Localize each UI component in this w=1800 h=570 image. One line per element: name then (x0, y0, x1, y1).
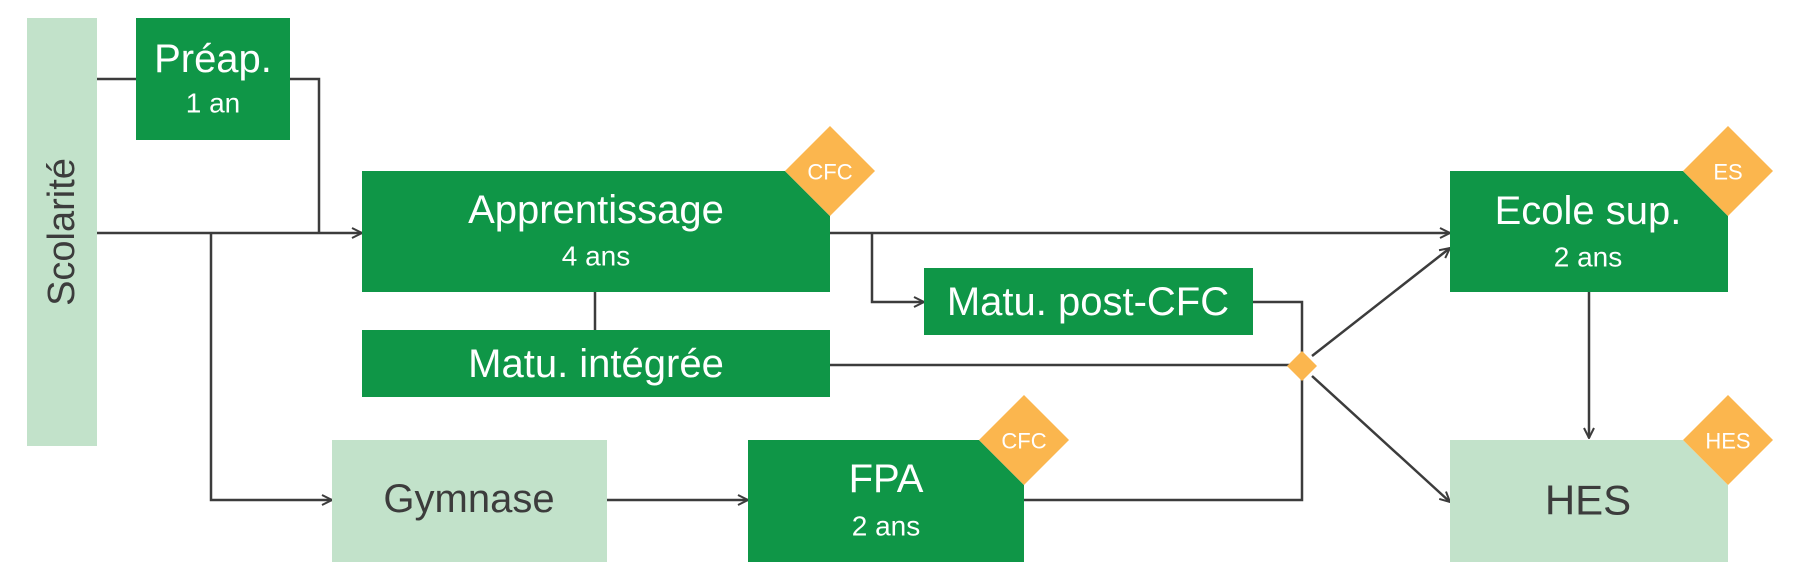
hes-label: HES (1545, 477, 1631, 524)
fpa-box (748, 440, 1024, 562)
node-matu-post-cfc: Matu. post-CFC (924, 268, 1253, 335)
badge-ecole-sup-label: ES (1713, 160, 1742, 185)
scolarite-label: Scolarité (41, 158, 83, 306)
connector-matu-post-cfc-junction (1253, 300, 1304, 366)
node-apprentissage: Apprentissage 4 ans (362, 171, 830, 292)
badge-fpa-diamond (979, 395, 1069, 485)
matu-integree-label: Matu. intégrée (468, 342, 724, 386)
connector-junction-hes (1311, 375, 1450, 502)
connector-preap-apprentissage (290, 77, 321, 233)
fpa-duration: 2 ans (852, 511, 921, 542)
badge-hes-diamond (1683, 395, 1773, 485)
badge-hes: HES (1683, 395, 1773, 485)
matu-integree-box (362, 330, 830, 397)
preap-box (136, 18, 290, 140)
apprentissage-box (362, 171, 830, 292)
preap-label: Préap. (154, 37, 272, 81)
badge-fpa: CFC (979, 395, 1069, 485)
connector-junction-ecole-sup (1311, 248, 1450, 357)
preap-duration: 1 an (186, 88, 241, 119)
scolarite-box (27, 18, 97, 446)
badge-apprentissage-diamond (785, 126, 875, 216)
node-hes: HES (1450, 440, 1728, 562)
badge-ecole-sup-diamond (1683, 126, 1773, 216)
matu-post-cfc-label: Matu. post-CFC (947, 280, 1229, 324)
junction-diamond (1287, 351, 1317, 381)
fpa-label: FPA (849, 457, 924, 501)
gymnase-label: Gymnase (383, 477, 554, 521)
node-fpa: FPA 2 ans (748, 440, 1024, 562)
node-gymnase: Gymnase (332, 440, 607, 562)
gymnase-box (332, 440, 607, 562)
connector-apprentissage-matu-post-cfc (870, 233, 924, 302)
badge-hes-label: HES (1705, 429, 1750, 454)
badge-fpa-label: CFC (1001, 429, 1046, 454)
connector-fpa-junction (1024, 366, 1304, 502)
matu-post-cfc-box (924, 268, 1253, 335)
node-scolarite: Scolarité (27, 18, 97, 446)
apprentissage-label: Apprentissage (468, 188, 724, 232)
badge-apprentissage: CFC (785, 126, 875, 216)
badge-apprentissage-label: CFC (807, 160, 852, 185)
ecole-sup-label: Ecole sup. (1495, 189, 1682, 233)
hes-box (1450, 440, 1728, 562)
ecole-sup-box (1450, 171, 1728, 292)
node-ecole-sup: Ecole sup. 2 ans (1450, 171, 1728, 292)
node-preap: Préap. 1 an (136, 18, 290, 140)
node-matu-integree: Matu. intégrée (362, 330, 830, 397)
badge-ecole-sup: ES (1683, 126, 1773, 216)
connector-scolarite-gymnase (209, 233, 332, 500)
ecole-sup-duration: 2 ans (1554, 242, 1623, 273)
connectors (97, 77, 1589, 502)
apprentissage-duration: 4 ans (562, 241, 631, 272)
